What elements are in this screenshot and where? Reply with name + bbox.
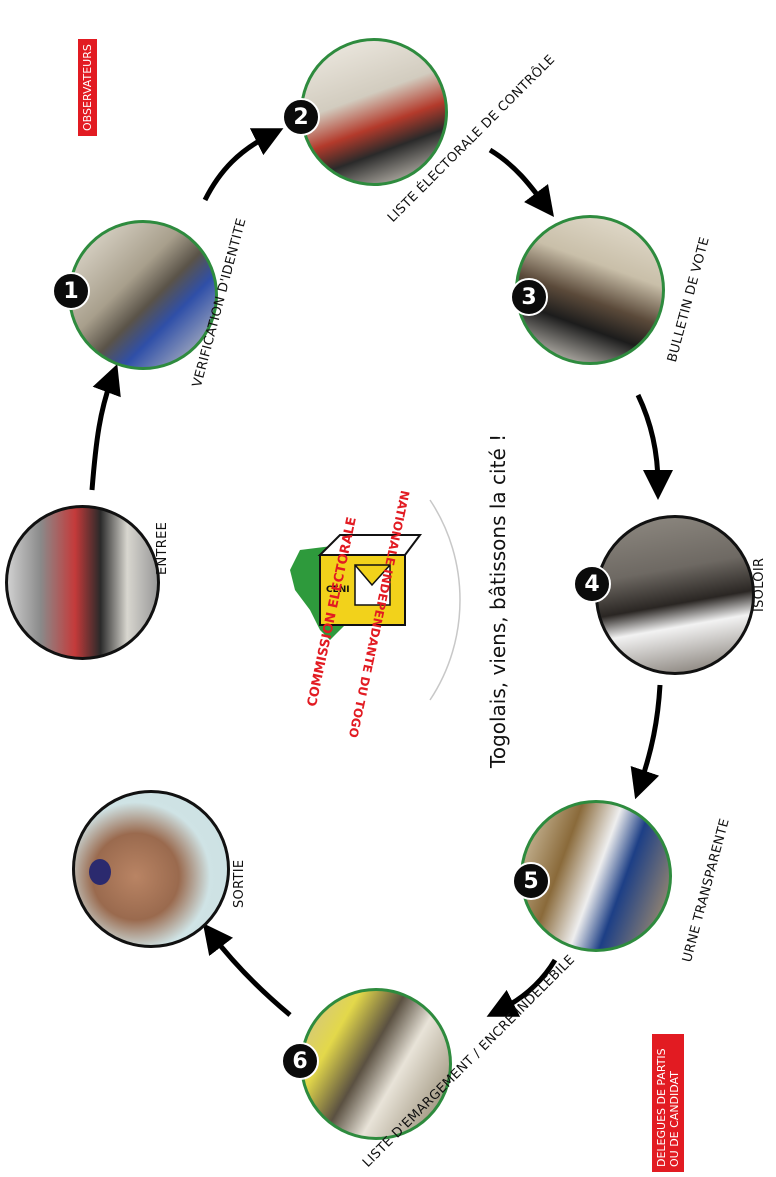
step-badge-6: 6 <box>281 1042 319 1080</box>
step-label-entree: ENTREE <box>155 521 170 575</box>
arrow-3-to-4 <box>635 393 673 500</box>
photo-liste-controle <box>300 38 448 186</box>
step-badge-2: 2 <box>282 98 320 136</box>
arrow-entree-to-1 <box>89 363 121 491</box>
step-badge-4: 4 <box>573 565 611 603</box>
logo-arc <box>429 499 461 701</box>
step-badge-3: 3 <box>510 278 548 316</box>
arrow-2-to-3 <box>488 147 555 217</box>
arrow-4-to-5 <box>630 684 663 800</box>
ink-finger-mark <box>89 859 111 885</box>
ceni-box-text: CENI <box>326 585 350 595</box>
step-badge-1: 1 <box>52 272 90 310</box>
ballot-envelope <box>354 564 391 606</box>
ceni-logo: CENI <box>270 490 450 690</box>
slogan: Togolais, viens, bâtissons la cité ! <box>486 433 510 768</box>
ceni-arc-top <box>270 515 290 665</box>
step-label-sortie: SORTIE <box>232 859 247 908</box>
arrow-6-to-sortie <box>202 923 292 1017</box>
observers-tag: OBSERVATEURS <box>78 39 97 136</box>
photo-isoloir <box>595 515 755 675</box>
ceni-logo-graphic <box>270 515 422 665</box>
photo-verification <box>68 220 218 370</box>
photo-sortie <box>72 790 230 948</box>
step-badge-5: 5 <box>512 862 550 900</box>
delegates-tag: DELEGUES DE PARTIS OU DE CANDIDAT <box>652 1034 684 1172</box>
arrow-5-to-6 <box>486 958 558 1017</box>
step-label-isoloir: ISOLOIR <box>752 557 767 612</box>
arrow-1-to-2 <box>202 128 284 202</box>
photo-entree <box>5 505 160 660</box>
photo-emargement <box>300 988 452 1140</box>
ballot-box-lid <box>317 534 422 556</box>
